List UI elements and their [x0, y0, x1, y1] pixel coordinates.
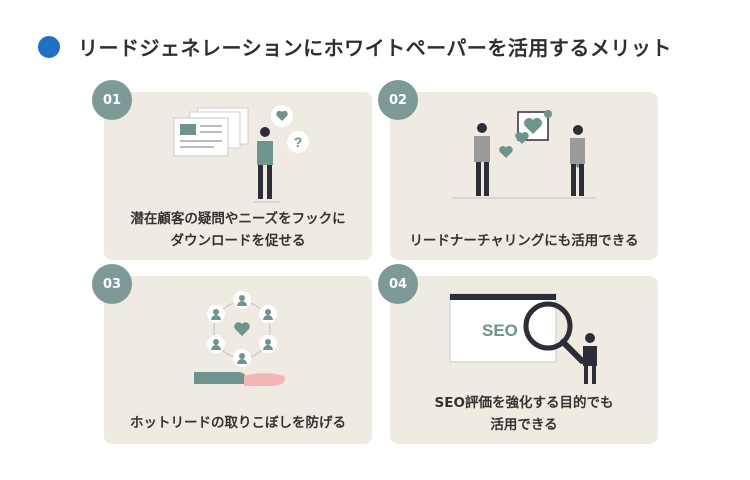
heart-icon [234, 322, 250, 336]
person-icon [254, 127, 280, 203]
card-caption: 潜在顧客の疑問やニーズをフックに ダウンロードを促せる [104, 208, 372, 252]
svg-text:?: ? [294, 134, 303, 150]
person-icon [474, 123, 490, 196]
card-number-badge: 01 [92, 80, 132, 120]
card-01-illustration: ? [173, 105, 309, 203]
benefit-card-04: SEO 04 SEO評価を強化する目的でも 活用できる [378, 264, 658, 444]
card-02-illustration [452, 110, 596, 199]
caption-line: SEO評価を強化する目的でも [434, 395, 614, 411]
caption-line: 潜在顧客の疑問やニーズをフックに [130, 211, 346, 227]
card-number-badge: 02 [378, 80, 418, 120]
person-icon [570, 125, 585, 196]
title-bullet-icon [38, 35, 60, 58]
user-network-icon [207, 291, 277, 367]
browser-window-icon: SEO [449, 293, 557, 363]
card-caption: リードナーチャリングにも活用できる [390, 230, 658, 252]
benefit-card-03: 03 ホットリードの取りこぼしを防げる [92, 264, 372, 444]
card-caption: SEO評価を強化する目的でも 活用できる [390, 392, 658, 436]
card-03-illustration [194, 291, 285, 386]
benefit-card-02: 02 リードナーチャリングにも活用できる [378, 80, 658, 260]
benefit-card-01: ? 01 潜在顧客の疑問やニーズをフックに ダウンロードを促せる [92, 80, 372, 260]
hands-icon [194, 372, 285, 386]
seo-label: SEO [482, 321, 518, 340]
question-bubble-icon: ? [287, 131, 309, 153]
caption-line: ダウンロードを促せる [170, 233, 306, 249]
heart-bubble-icon [271, 105, 293, 127]
caption-line: ホットリードの取りこぼしを防げる [130, 415, 346, 431]
card-caption: ホットリードの取りこぼしを防げる [104, 412, 372, 434]
magnifier-icon [523, 301, 585, 364]
document-icon [173, 107, 249, 157]
person-icon [583, 333, 597, 384]
card-number-badge: 04 [378, 264, 418, 304]
card-04-illustration: SEO [449, 293, 597, 384]
page-title: リードジェネレーションにホワイトペーパーを活用するメリット [78, 36, 672, 60]
caption-line: リードナーチャリングにも活用できる [409, 233, 639, 249]
caption-line: 活用できる [490, 417, 558, 433]
header: リードジェネレーションにホワイトペーパーを活用するメリット [38, 32, 672, 61]
card-number-badge: 03 [92, 264, 132, 304]
